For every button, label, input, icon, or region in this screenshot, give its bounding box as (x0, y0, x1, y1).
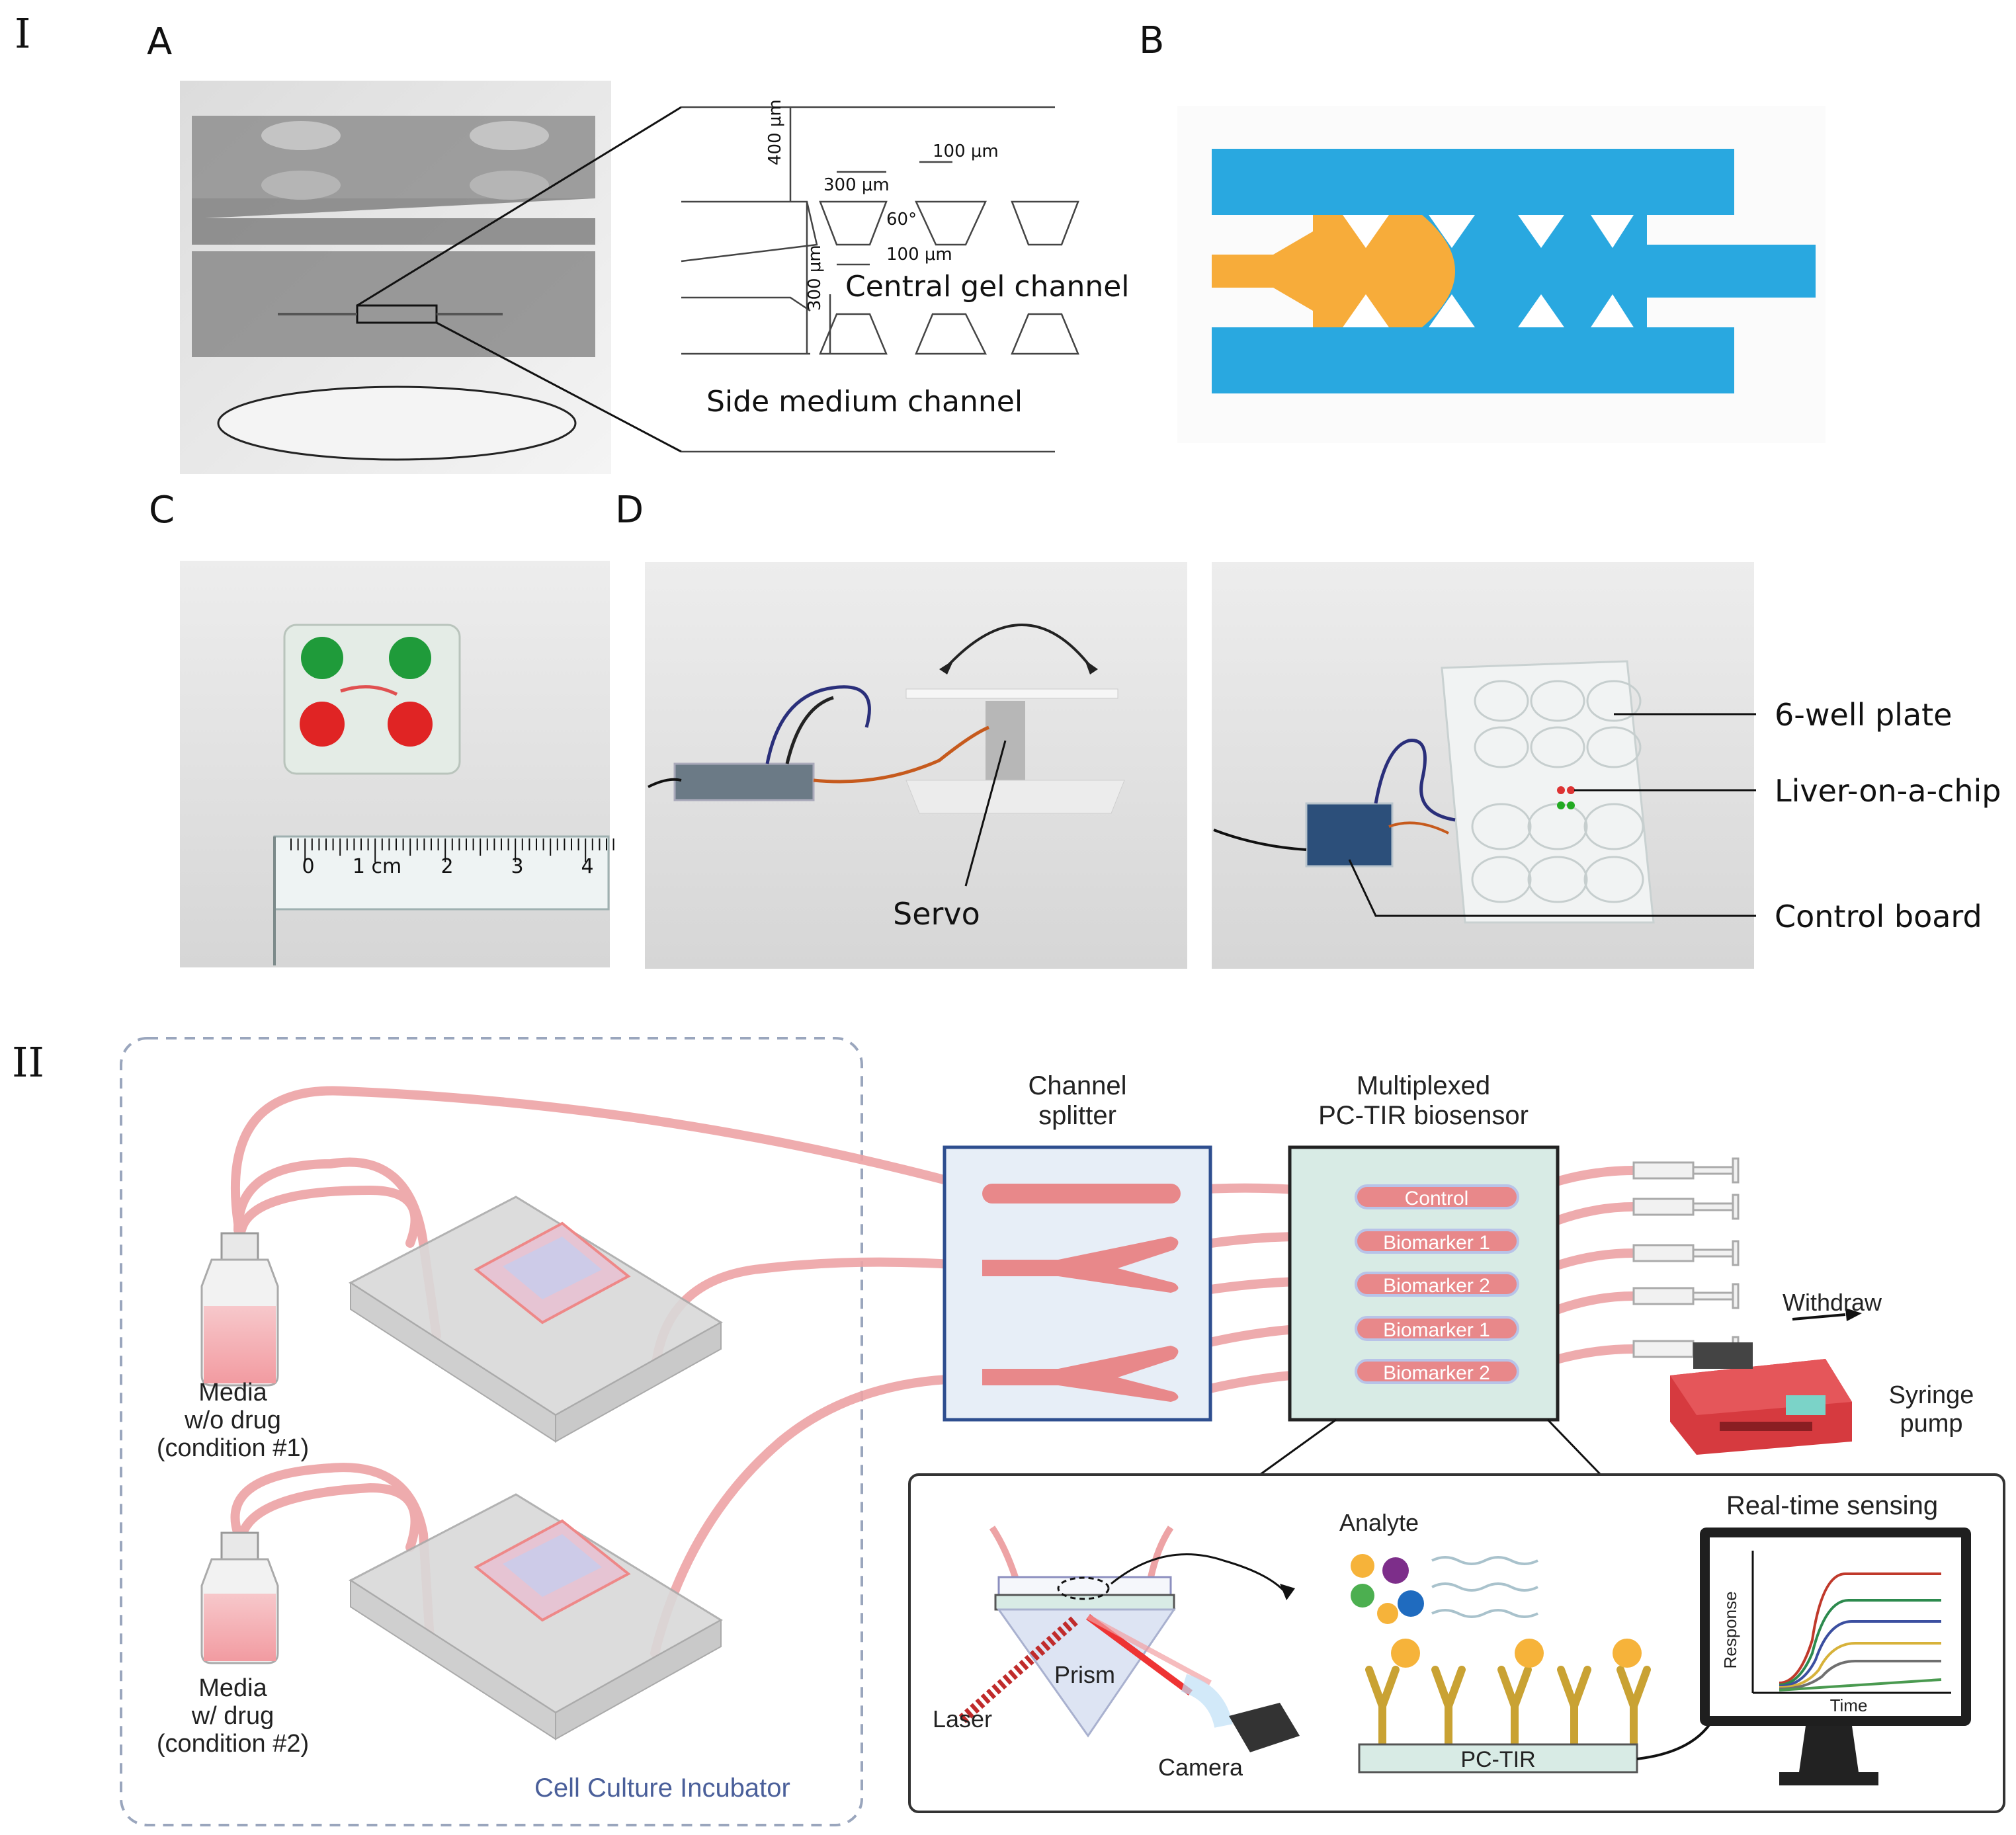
ruler-ticks (290, 838, 614, 862)
chip-condition-1 (349, 1196, 723, 1443)
zoom-line-right (1546, 1418, 1602, 1476)
pc-tir-antibodies (1365, 1666, 1651, 1750)
dim-100um-mid: 100 μm (886, 245, 952, 265)
label-cell-culture-incubator: Cell Culture Incubator (534, 1774, 790, 1803)
label-pump: pump (1900, 1410, 1962, 1438)
chip-condition-2 (349, 1493, 723, 1740)
label-central-gel-channel: Central gel channel (845, 270, 1130, 304)
label-syringe: Syringe (1889, 1381, 1974, 1409)
axis-label-time: Time (1830, 1695, 1868, 1715)
sensor-row-biomarker-2a: Biomarker 2 (1383, 1275, 1490, 1297)
angle-60: 60° (886, 210, 917, 229)
panel-letter-d: D (615, 489, 644, 532)
label-channel: Channel (1028, 1071, 1126, 1100)
section-label-ii: II (12, 1038, 44, 1086)
label-media-2-line-1: Media (198, 1674, 267, 1702)
media-bottle-2 (200, 1531, 279, 1664)
label-multiplexed: Multiplexed (1357, 1071, 1490, 1100)
sensor-row-biomarker-1a: Biomarker 1 (1383, 1232, 1490, 1254)
label-media-1-line-1: Media (198, 1379, 267, 1407)
syringe-pump (1670, 1342, 1852, 1455)
analyte-molecules (1351, 1554, 1538, 1624)
incubator-boundary (120, 1037, 863, 1826)
sensor-cable (1636, 1718, 1714, 1760)
media-bottle-1 (200, 1232, 279, 1387)
dim-300um-top: 300 μm (823, 175, 890, 195)
gel-loading-diagram (1177, 106, 1826, 443)
label-side-medium-channel: Side medium channel (706, 385, 1023, 419)
sensor-row-control: Control (1405, 1188, 1469, 1209)
syringes (1632, 1157, 1740, 1362)
label-liver-on-a-chip: Liver-on-a-chip (1775, 773, 2001, 809)
chip-3d-render (180, 81, 682, 474)
label-real-time-sensing: Real-time sensing (1726, 1491, 1938, 1520)
label-camera: Camera (1158, 1754, 1243, 1781)
axis-label-response: Response (1720, 1591, 1740, 1668)
label-laser: Laser (933, 1705, 992, 1733)
label-media-1-line-2: w/o drug (184, 1407, 281, 1434)
panel-letter-c: C (149, 489, 175, 532)
label-withdraw: Withdraw (1783, 1289, 1882, 1316)
panel-letter-a: A (147, 20, 172, 63)
label-splitter: splitter (1038, 1101, 1116, 1130)
ruler-tick-1cm: 1 cm (353, 855, 401, 878)
label-pc-tir: PC-TIR (1460, 1747, 1535, 1772)
ruler-tick-4: 4 (581, 855, 593, 878)
label-prism: Prism (1054, 1661, 1115, 1688)
dim-300um-side: 300 μm (805, 245, 825, 311)
sensor-row-biomarker-1b: Biomarker 1 (1383, 1319, 1490, 1341)
ruler-tick-3: 3 (511, 855, 523, 878)
label-analyte: Analyte (1339, 1509, 1419, 1536)
chip-photo (180, 561, 610, 967)
rocker-photo-left (645, 562, 1187, 969)
label-servo: Servo (893, 896, 980, 932)
dim-100um-top: 100 μm (933, 142, 999, 161)
channel-schematic (681, 106, 1079, 453)
label-media-2-line-2: w/ drug (191, 1702, 274, 1730)
sensor-row-biomarker-2b: Biomarker 2 (1383, 1362, 1490, 1384)
label-pc-tir-biosensor: PC-TIR biosensor (1318, 1101, 1529, 1130)
section-label-i: I (15, 9, 31, 58)
splitter-channels (982, 1184, 1181, 1402)
dim-400um: 400 μm (765, 99, 785, 165)
prism-setup (958, 1526, 1300, 1752)
rocker-photo-right (1212, 562, 1756, 969)
monitor (1700, 1528, 1971, 1785)
bound-analytes (1391, 1639, 1642, 1668)
withdraw-arrowhead (1845, 1308, 1862, 1321)
sensor-channels (1355, 1184, 1519, 1384)
ruler-tick-2: 2 (441, 855, 453, 878)
ruler-tick-0: 0 (302, 855, 314, 878)
label-media-1-line-3: (condition #1) (157, 1434, 309, 1462)
zoom-line-left (1259, 1418, 1337, 1476)
label-media-2-line-3: (condition #2) (157, 1730, 309, 1758)
label-control-board: Control board (1775, 899, 1982, 934)
withdraw-arrow (1792, 1313, 1846, 1321)
label-six-well-plate: 6-well plate (1775, 697, 1952, 733)
panel-letter-b: B (1139, 19, 1164, 62)
pc-tir-substrate (1358, 1743, 1638, 1774)
